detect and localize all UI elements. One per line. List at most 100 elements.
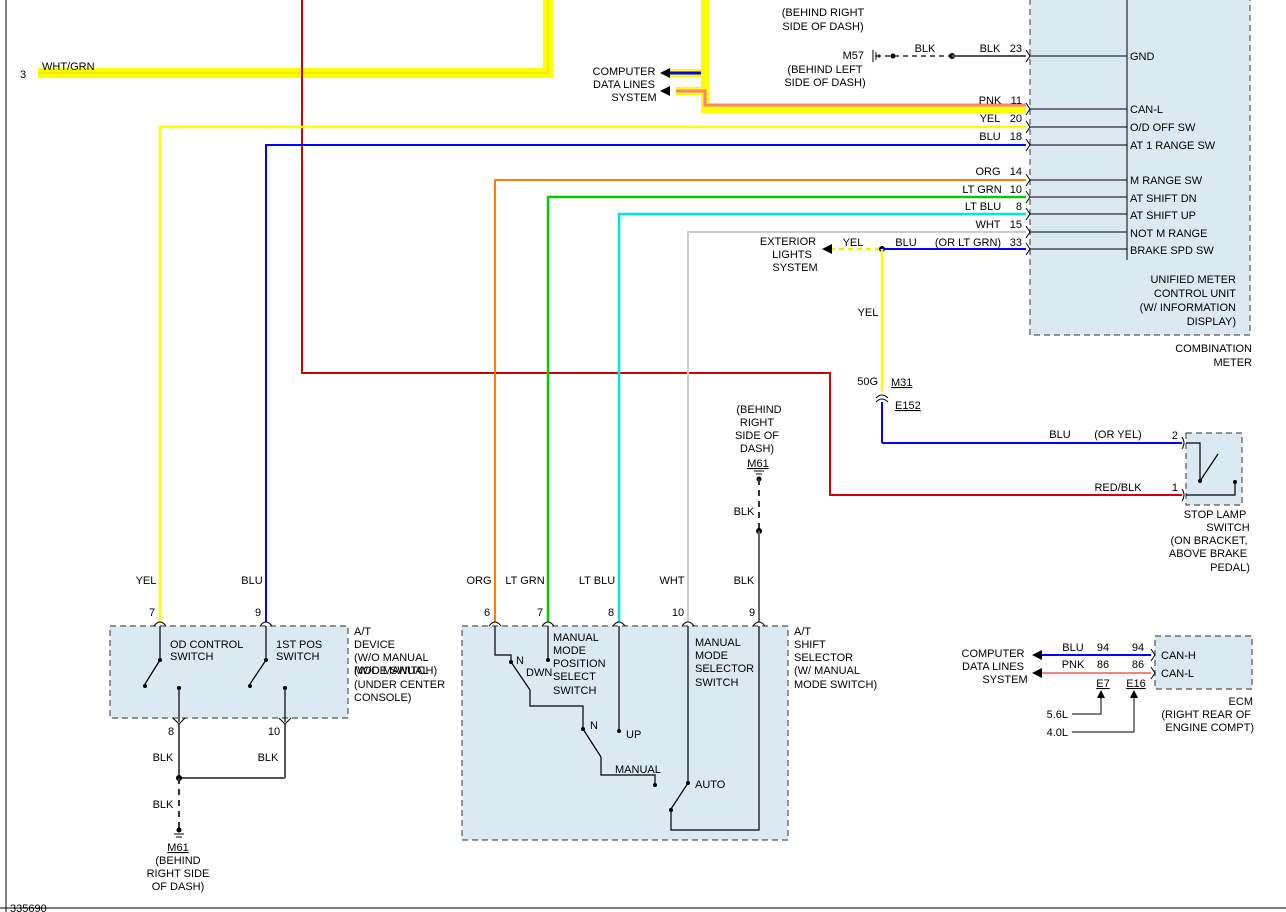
meter-pin-shift-up: AT SHIFT UP	[1025, 207, 1196, 222]
meter-pin-gnd: GND	[1025, 49, 1155, 63]
svg-text:CONTROL UNIT: CONTROL UNIT	[1154, 288, 1236, 300]
connector-m31-e152: 50G M31 E152	[857, 376, 1182, 444]
svg-text:AUTO: AUTO	[695, 779, 726, 791]
at-shift-selector: ORG LT GRN LT BLU WHT BLK 6 7 8 10 9 N D…	[461, 575, 877, 841]
svg-text:20: 20	[1010, 113, 1022, 125]
svg-text:M31: M31	[891, 377, 912, 389]
svg-text:3: 3	[20, 69, 26, 81]
svg-text:DISPLAY): DISPLAY)	[1187, 316, 1236, 328]
svg-text:MODE: MODE	[695, 650, 728, 662]
svg-text:ENGINE COMPT): ENGINE COMPT)	[1165, 722, 1254, 734]
svg-text:8: 8	[608, 607, 614, 619]
svg-text:E16: E16	[1126, 678, 1146, 690]
svg-text:ORG: ORG	[975, 166, 1000, 178]
svg-text:5.6L: 5.6L	[1047, 709, 1068, 721]
svg-text:BLK: BLK	[258, 752, 279, 764]
svg-text:BLU: BLU	[1062, 642, 1083, 654]
stop-lamp-switch: BLU (OR YEL) 2 RED/BLK 1 STOP LAMP SWITC…	[1049, 429, 1250, 574]
svg-text:COMBINATION: COMBINATION	[1175, 343, 1252, 355]
svg-text:AT 1 RANGE SW: AT 1 RANGE SW	[1130, 140, 1216, 152]
svg-text:O/D OFF SW: O/D OFF SW	[1130, 122, 1196, 134]
meter-pin-shift-dn: AT SHIFT DN	[1025, 190, 1197, 205]
ltgrn-shift-dn-wire: LT GRN 10	[546, 184, 1026, 622]
svg-text:PNK: PNK	[979, 95, 1002, 107]
svg-text:YEL: YEL	[858, 307, 879, 319]
svg-text:10: 10	[672, 607, 684, 619]
svg-text:ORG: ORG	[466, 575, 491, 587]
svg-text:PNK: PNK	[1062, 659, 1085, 671]
svg-text:14: 14	[1010, 166, 1022, 178]
svg-text:SELECTOR: SELECTOR	[695, 663, 754, 675]
svg-text:(W/ MANUAL: (W/ MANUAL	[794, 665, 860, 677]
svg-text:A/T: A/T	[354, 626, 371, 638]
svg-text:11: 11	[1011, 95, 1022, 107]
svg-text:SWITCH: SWITCH	[170, 651, 213, 663]
svg-text:SWITCH: SWITCH	[695, 677, 738, 689]
svg-text:SELECTOR: SELECTOR	[794, 652, 853, 664]
svg-text:MANUAL: MANUAL	[615, 764, 661, 776]
svg-text:2: 2	[1172, 430, 1178, 442]
svg-text:RED/BLK: RED/BLK	[1094, 482, 1142, 494]
svg-text:RIGHT SIDE: RIGHT SIDE	[147, 868, 210, 880]
red-blk-wire	[301, 0, 1182, 496]
svg-text:M57: M57	[843, 50, 864, 62]
svg-text:WHT: WHT	[975, 219, 1000, 231]
svg-text:N: N	[590, 720, 598, 732]
svg-text:MANUAL: MANUAL	[695, 637, 741, 649]
svg-text:A/T: A/T	[794, 626, 811, 638]
svg-text:(W/O MANUAL: (W/O MANUAL	[354, 665, 429, 677]
svg-text:BLK: BLK	[153, 799, 174, 811]
svg-text:BLU: BLU	[241, 575, 262, 587]
svg-text:POSITION: POSITION	[553, 658, 606, 670]
svg-text:(BEHIND: (BEHIND	[736, 404, 781, 416]
svg-text:COMPUTER: COMPUTER	[593, 66, 656, 78]
svg-text:33: 33	[1010, 237, 1022, 249]
svg-text:M RANGE SW: M RANGE SW	[1130, 175, 1203, 187]
svg-text:N: N	[516, 655, 524, 667]
meter-pin-brake-spd: BRAKE SPD SW	[1025, 242, 1214, 257]
ground-m57: M57 (BEHIND LEFT SIDE OF DASH) BLK BLK 2…	[784, 43, 1026, 89]
svg-text:ABOVE BRAKE: ABOVE BRAKE	[1169, 548, 1247, 560]
svg-text:(W/ INFORMATION: (W/ INFORMATION	[1140, 302, 1236, 314]
brake-spd-wire: YEL BLU (OR LT GRN) 33 YEL EXTERIOR LIGH…	[760, 236, 1026, 392]
svg-text:COMPUTER: COMPUTER	[962, 648, 1025, 660]
wht-grn-bus: 3 WHT/GRN	[20, 0, 553, 81]
svg-text:23: 23	[1010, 43, 1022, 55]
svg-text:SYSTEM: SYSTEM	[982, 674, 1027, 686]
svg-text:MODE SWITCH): MODE SWITCH)	[354, 665, 437, 677]
ecm: BLU 94 94 CAN-H PNK 86 86 CAN-L COMPUTER…	[962, 635, 1254, 739]
combination-meter-label: COMBINATION METER	[1175, 343, 1252, 369]
svg-text:BLU: BLU	[979, 131, 1000, 143]
svg-text:YEL: YEL	[843, 237, 864, 249]
svg-text:DATA LINES: DATA LINES	[962, 661, 1024, 673]
svg-text:94: 94	[1132, 642, 1144, 654]
svg-text:(W/O MANUAL: (W/O MANUAL	[354, 652, 429, 664]
svg-text:M61: M61	[747, 458, 768, 470]
svg-text:YEL: YEL	[980, 113, 1001, 125]
svg-text:OF DASH): OF DASH)	[152, 881, 205, 893]
svg-text:ECM: ECM	[1229, 696, 1253, 708]
svg-text:DASH): DASH)	[740, 443, 774, 455]
svg-text:7: 7	[537, 607, 543, 619]
meter-pin-at1: AT 1 RANGE SW	[1025, 138, 1216, 152]
meter-pin-m-range: M RANGE SW	[1025, 173, 1203, 187]
yel-od-wire: YEL 20	[158, 113, 1026, 622]
svg-text:NOT M RANGE: NOT M RANGE	[1130, 228, 1207, 240]
svg-text:50G: 50G	[857, 376, 878, 388]
svg-text:86: 86	[1132, 659, 1144, 671]
svg-text:SYSTEM: SYSTEM	[772, 262, 817, 274]
meter-pin-not-m: NOT M RANGE	[1025, 225, 1207, 240]
svg-text:BLK: BLK	[915, 43, 936, 55]
svg-text:LT BLU: LT BLU	[579, 575, 615, 587]
svg-text:CONSOLE): CONSOLE)	[354, 692, 411, 704]
svg-text:BLK: BLK	[734, 506, 755, 518]
svg-text:YEL: YEL	[136, 575, 157, 587]
svg-text:RIGHT: RIGHT	[740, 417, 775, 429]
svg-text:8: 8	[1016, 201, 1022, 213]
svg-text:E7: E7	[1096, 678, 1109, 690]
svg-text:AT SHIFT DN: AT SHIFT DN	[1130, 193, 1197, 205]
svg-text:WHT: WHT	[659, 575, 684, 587]
svg-text:LT GRN: LT GRN	[505, 575, 544, 587]
org-m-range-wire: ORG 14	[494, 166, 1026, 622]
svg-text:(BEHIND RIGHT: (BEHIND RIGHT	[782, 7, 865, 19]
